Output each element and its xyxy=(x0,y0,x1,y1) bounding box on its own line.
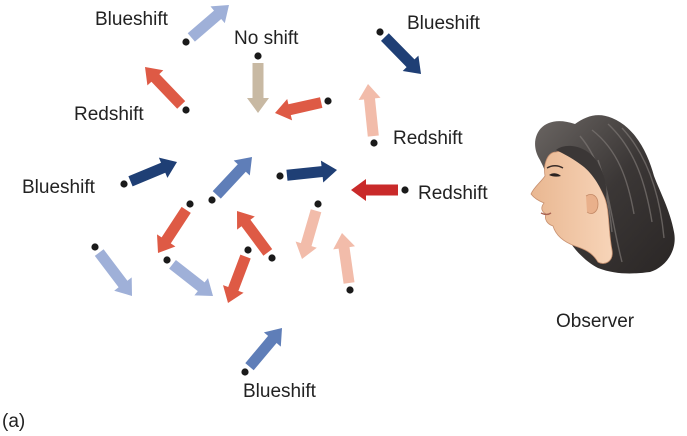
redshift-source-dot-lower-1 xyxy=(186,200,194,208)
label-blueshift-top-left: Blueshift xyxy=(95,9,169,30)
blueshift-arrow-center-right xyxy=(286,160,337,183)
noshift-source-dot xyxy=(254,52,262,60)
observer-front-hair xyxy=(556,145,607,200)
redshift-source-dot-lower-3 xyxy=(314,200,322,208)
observer-mouth xyxy=(540,212,552,216)
blueshift-source-dot-center-right xyxy=(276,172,284,180)
redshift-source-dot-mid-right xyxy=(401,186,409,194)
redshift-arrow-lower-5 xyxy=(223,254,251,303)
blueshift-arrow-lower-center xyxy=(169,260,213,296)
redshift-arrow-lower-2 xyxy=(237,211,273,256)
redshift-arrow-mid-right xyxy=(351,179,398,201)
redshift-source-dot-lower-5 xyxy=(244,246,252,254)
observer-head-illustration xyxy=(530,115,675,274)
redshift-source-dot-center-top xyxy=(324,97,332,105)
redshift-source-dot-lower-4 xyxy=(346,286,354,294)
blueshift-source-dot-lower-center xyxy=(163,256,171,264)
redshift-arrow-center-top xyxy=(275,97,323,121)
label-no-shift: No shift xyxy=(234,28,299,49)
panel-label: (a) xyxy=(2,411,25,432)
blueshift-arrow-lower-left xyxy=(94,249,132,296)
blueshift-arrow-mid-left xyxy=(128,157,177,187)
label-blueshift-top-right: Blueshift xyxy=(407,13,481,34)
blueshift-source-dot-center xyxy=(208,196,216,204)
label-redshift-right-upper: Redshift xyxy=(393,128,463,149)
label-redshift-mid-right: Redshift xyxy=(418,183,488,204)
observer-ear xyxy=(585,194,599,214)
redshift-source-dot-lower-2 xyxy=(268,254,276,262)
observer-brow xyxy=(546,165,564,169)
observer-eye xyxy=(549,173,561,177)
redshift-arrow-lower-3 xyxy=(295,209,322,259)
velocity-arrows xyxy=(91,5,421,376)
redshift-arrow-lower-4 xyxy=(333,233,355,284)
label-redshift-left: Redshift xyxy=(74,104,144,125)
redshift-arrow-left xyxy=(145,67,186,109)
blueshift-arrow-top-left xyxy=(187,5,229,42)
blueshift-source-dot-top-left xyxy=(182,38,190,46)
label-observer: Observer xyxy=(556,311,635,332)
blueshift-source-dot-mid-left xyxy=(120,180,128,188)
redshift-arrow-right-upper xyxy=(358,84,381,137)
redshift-arrow-lower-1 xyxy=(157,206,191,253)
redshift-source-dot-left xyxy=(182,106,190,114)
blueshift-arrow-top-right xyxy=(381,33,421,74)
noshift-arrow xyxy=(247,63,269,113)
redshift-source-dot-right-upper xyxy=(370,139,378,147)
label-blueshift-mid-left: Blueshift xyxy=(22,177,96,198)
blueshift-source-dot-lower-left xyxy=(91,243,99,251)
observer-face xyxy=(530,150,613,264)
blueshift-arrow-center xyxy=(212,157,252,199)
blueshift-source-dot-top-right xyxy=(376,28,384,36)
blueshift-source-dot-bottom xyxy=(241,368,249,376)
blueshift-arrow-bottom xyxy=(245,328,282,371)
label-blueshift-bottom: Blueshift xyxy=(243,381,317,402)
